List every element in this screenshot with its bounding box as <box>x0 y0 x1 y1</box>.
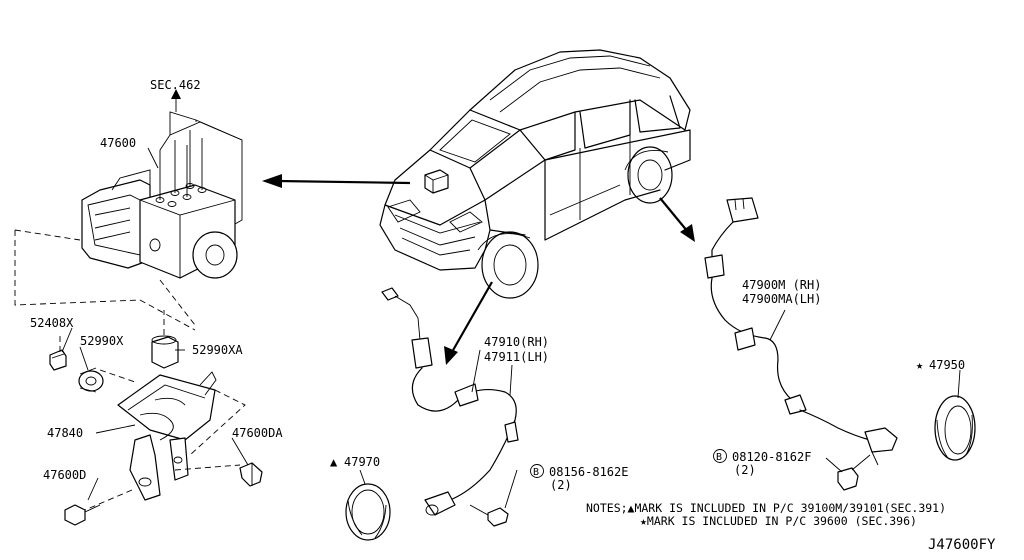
bolt-b-symbol <box>530 464 544 478</box>
label-08120: 08120-8162F <box>732 450 811 464</box>
label-47970: 47970 <box>344 455 380 469</box>
label-08156: 08156-8162E <box>549 465 628 479</box>
label-47600da: 47600DA <box>232 426 283 440</box>
notes-line-2: ★MARK IS INCLUDED IN P/C 39600 (SEC.396) <box>640 514 917 528</box>
notes-line-1: NOTES;▲MARK IS INCLUDED IN P/C 39100M/39… <box>586 501 946 515</box>
bracket-illustration <box>64 369 263 526</box>
label-52990xa: 52990XA <box>192 343 243 357</box>
vehicle-illustration <box>379 49 691 299</box>
label-47900ma: 47900MA(LH) <box>742 292 821 306</box>
abs-actuator-illustration <box>14 111 243 331</box>
callout-08156: B 08156-8162E (2) <box>530 464 628 492</box>
label-47911: 47911(LH) <box>484 350 549 364</box>
star-mark-47950: ★ <box>916 358 923 372</box>
front-sensor-illustration <box>381 287 519 527</box>
label-08120-qty: (2) <box>734 463 756 477</box>
callout-08120: B 08120-8162F (2) <box>713 449 811 477</box>
pointer-arrows <box>171 89 695 365</box>
label-47600d: 47600D <box>43 468 86 482</box>
triangle-mark-47970: ▲ <box>330 455 338 469</box>
label-47910: 47910(RH) <box>484 335 549 349</box>
label-47900m: 47900M (RH) <box>742 278 821 292</box>
rear-sensor-illustration <box>704 197 898 491</box>
label-47950: 47950 <box>929 358 965 372</box>
grommet-parts-illustration <box>49 310 179 393</box>
rear-rotor-illustration <box>934 395 976 461</box>
bolt-b-letter: B <box>533 467 539 478</box>
bolt-b-symbol <box>713 449 727 463</box>
label-sec-462: SEC.462 <box>150 78 201 92</box>
label-08156-qty: (2) <box>550 478 572 492</box>
label-52990x: 52990X <box>80 334 124 348</box>
label-47600: 47600 <box>100 136 136 150</box>
label-52408x: 52408X <box>30 316 74 330</box>
diagram-id: J47600FY <box>928 537 996 553</box>
label-47840: 47840 <box>47 426 83 440</box>
front-rotor-illustration <box>345 483 391 541</box>
leader-lines <box>61 147 961 509</box>
bolt-b-letter: B <box>716 452 722 463</box>
